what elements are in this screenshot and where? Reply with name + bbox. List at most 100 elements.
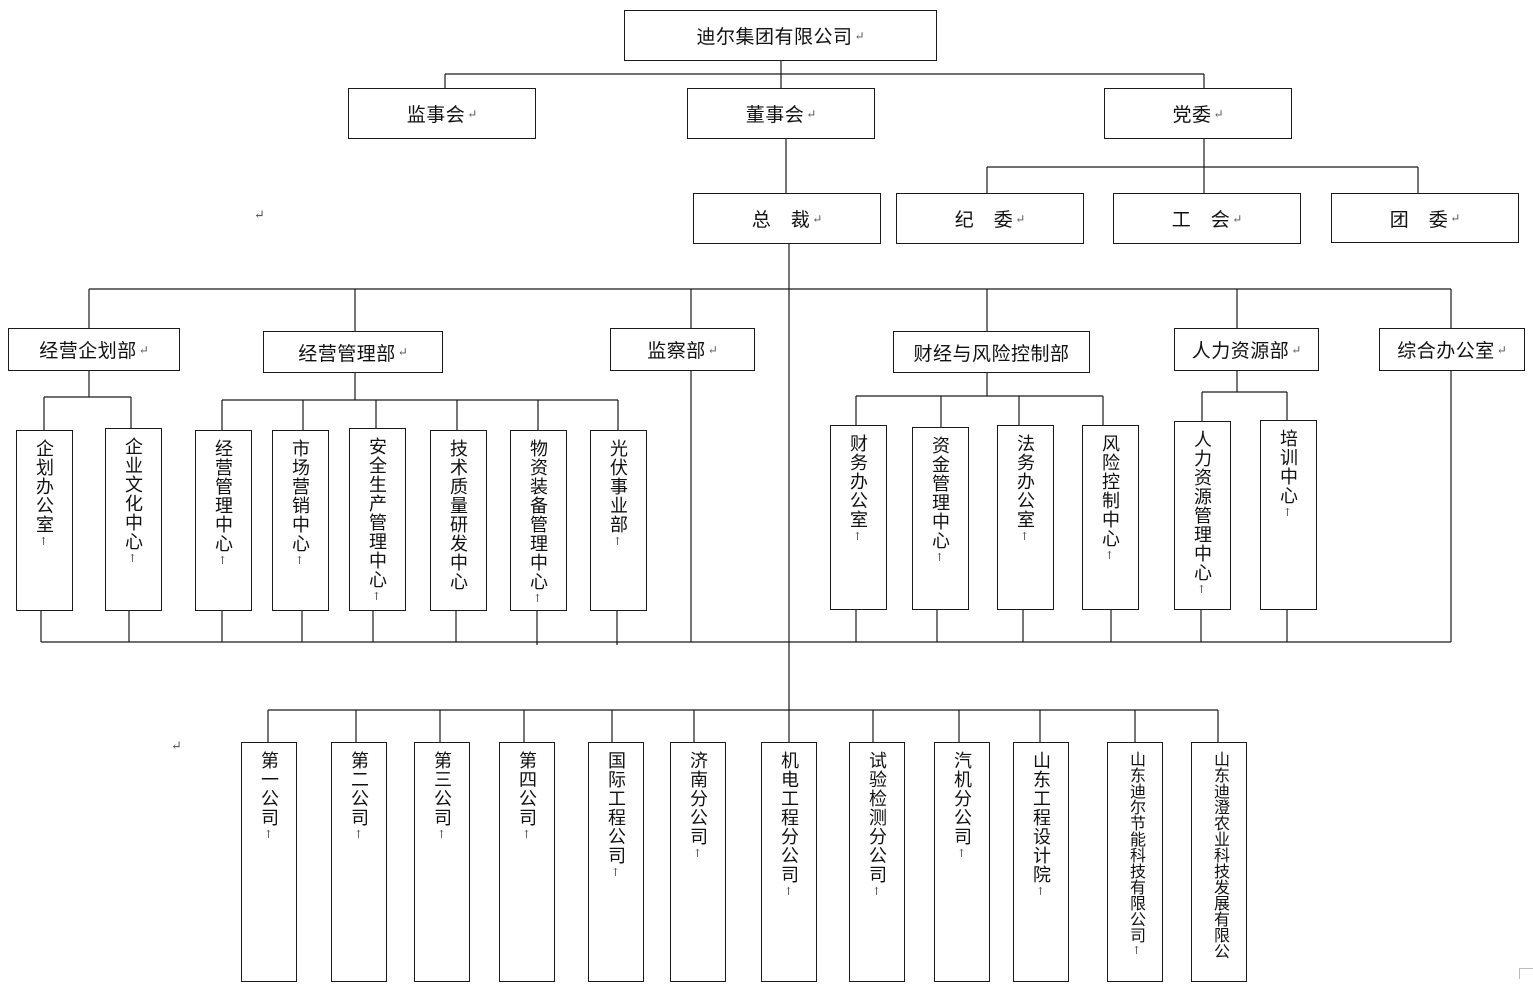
company-unit-box: 汽机分公司↑ [934, 742, 990, 982]
company-box: 迪尔集团有限公司↵ [624, 10, 937, 61]
sub-unit-label: 企业文化中心 [122, 437, 143, 551]
sub-unit-label: 光伏事业部 [607, 439, 628, 534]
return-mark-icon: ↵ [397, 345, 408, 359]
company-unit-box: 济南分公司↑ [670, 742, 726, 982]
company-unit-box: 第二公司↑ [331, 742, 387, 982]
president-label: 总 裁 [751, 209, 811, 231]
company-unit-label: 第三公司 [431, 751, 452, 827]
company-unit-label: 第一公司 [258, 751, 279, 827]
finance-risk-dept-label: 财经与风险控制部 [913, 342, 1070, 365]
return-mark-icon: ↵ [707, 342, 718, 357]
labor-union-label: 工 会 [1171, 209, 1231, 231]
party-committee-box: 党委↵ [1104, 88, 1292, 139]
labor-union-box: 工 会↵ [1113, 193, 1301, 244]
general-office-box: 综合办公室↵ [1379, 328, 1525, 371]
party-committee-label: 党委 [1172, 104, 1212, 126]
cell-mark-icon: ↑ [1281, 506, 1294, 520]
sub-unit-box: 光伏事业部↑ [590, 430, 647, 611]
return-mark-icon: ↵ [812, 211, 823, 226]
cell-mark-icon: ↑ [293, 554, 306, 568]
company-unit-label: 山东迪澄农业科技发展有限公 [1211, 751, 1230, 959]
return-mark-icon: ↵ [1450, 211, 1461, 225]
cell-mark-icon: ↑ [609, 866, 622, 880]
board-of-directors-box: 董事会↵ [687, 88, 875, 139]
planning-dept-label: 经营企划部 [39, 340, 137, 362]
youth-league-box: 团 委↵ [1331, 193, 1519, 243]
company-unit-label: 试验检测分公司 [866, 751, 887, 884]
cell-mark-icon: ↑ [216, 554, 229, 568]
company-unit-box: 第一公司↑ [241, 742, 297, 982]
president-box: 总 裁↵ [693, 193, 881, 244]
company-unit-label: 第四公司 [516, 751, 537, 827]
return-mark-icon: ↵ [854, 28, 865, 43]
sub-unit-box: 财务办公室↑ [830, 425, 887, 610]
page-corner-mark [1519, 968, 1533, 979]
sub-unit-box: 培训中心↑ [1260, 420, 1317, 610]
planning-dept-box: 经营企划部↵ [8, 328, 180, 371]
company-unit-label: 汽机分公司 [951, 751, 972, 846]
cell-mark-icon: ↑ [691, 847, 704, 861]
return-mark-icon: ↵ [138, 342, 149, 357]
return-mark-icon: ↵ [1015, 211, 1026, 226]
sub-unit-label: 安全生产管理中心 [366, 437, 387, 589]
paragraph-mark-icon: ↵ [171, 739, 182, 754]
company-unit-box: 第四公司↑ [499, 742, 555, 982]
company-unit-box: 试验检测分公司↑ [849, 742, 905, 982]
company-unit-label: 第二公司 [348, 751, 369, 827]
return-mark-icon: ↵ [806, 106, 817, 121]
cell-mark-icon: ↑ [955, 847, 968, 861]
cell-mark-icon: ↑ [435, 828, 448, 842]
company-unit-box: 山东迪尔节能科技有限公司↑ [1107, 742, 1163, 982]
return-mark-icon: ↵ [1496, 342, 1507, 357]
supervisory-board-label: 监事会 [406, 104, 466, 126]
general-office-label: 综合办公室 [1397, 340, 1495, 362]
discipline-committee-label: 纪 委 [954, 209, 1014, 231]
cell-mark-icon: ↑ [782, 885, 795, 899]
cell-mark-icon: ↑ [1103, 549, 1116, 563]
cell-mark-icon: ↑ [126, 552, 139, 566]
cell-mark-icon: ↑ [520, 828, 533, 842]
cell-mark-icon: ↑ [370, 590, 383, 604]
sub-unit-box: 人力资源管理中心↑ [1174, 421, 1231, 610]
supervisory-board-box: 监事会↵ [348, 88, 536, 139]
youth-league-label: 团 委 [1389, 208, 1449, 231]
sub-unit-label: 经营管理中心 [212, 439, 233, 553]
supervision-dept-label: 监察部 [647, 340, 706, 362]
cell-mark-icon: ↑ [352, 828, 365, 842]
company-unit-label: 济南分公司 [687, 751, 708, 846]
company-unit-label: 山东迪尔节能科技有限公司 [1127, 751, 1146, 943]
cell-mark-icon: ↑ [933, 551, 946, 565]
return-mark-icon: ↵ [467, 106, 478, 121]
return-mark-icon: ↵ [1213, 106, 1224, 121]
sub-unit-label: 企划办公室 [33, 439, 54, 534]
sub-unit-label: 市场营销中心 [289, 439, 310, 553]
finance-risk-dept-box: 财经与风险控制部 [893, 331, 1090, 373]
sub-unit-box: 安全生产管理中心↑ [349, 428, 406, 611]
sub-unit-box: 市场营销中心↑ [272, 430, 329, 611]
company-unit-label: 山东工程设计院 [1030, 751, 1051, 884]
sub-unit-box: 企业文化中心↑ [105, 428, 162, 611]
company-unit-box: 山东迪澄农业科技发展有限公 [1191, 742, 1247, 982]
cell-mark-icon: ↑ [262, 828, 275, 842]
sub-unit-box: 物资装备管理中心↑ [510, 430, 567, 611]
sub-unit-box: 资金管理中心↑ [912, 427, 969, 610]
cell-mark-icon: ↑ [870, 885, 883, 899]
cell-mark-icon: ↑ [37, 535, 50, 549]
company-unit-box: 山东工程设计院↑ [1013, 742, 1069, 982]
cell-mark-icon: ↑ [1195, 583, 1208, 597]
hr-dept-box: 人力资源部↵ [1174, 328, 1319, 371]
cell-mark-icon: ↑ [1018, 530, 1031, 544]
company-unit-box: 第三公司↑ [414, 742, 470, 982]
company-unit-label: 国际工程公司 [605, 751, 626, 865]
return-mark-icon: ↵ [1291, 342, 1302, 357]
cell-mark-icon: ↑ [1034, 885, 1047, 899]
discipline-committee-box: 纪 委↵ [896, 193, 1084, 244]
sub-unit-box: 经营管理中心↑ [195, 430, 252, 611]
hr-dept-label: 人力资源部 [1191, 340, 1290, 362]
cell-mark-icon: ↑ [531, 592, 544, 606]
company-unit-box: 机电工程分公司↑ [761, 742, 817, 982]
cell-mark-icon: ↑ [851, 530, 864, 544]
sub-unit-box: 风险控制中心↑ [1082, 425, 1139, 610]
